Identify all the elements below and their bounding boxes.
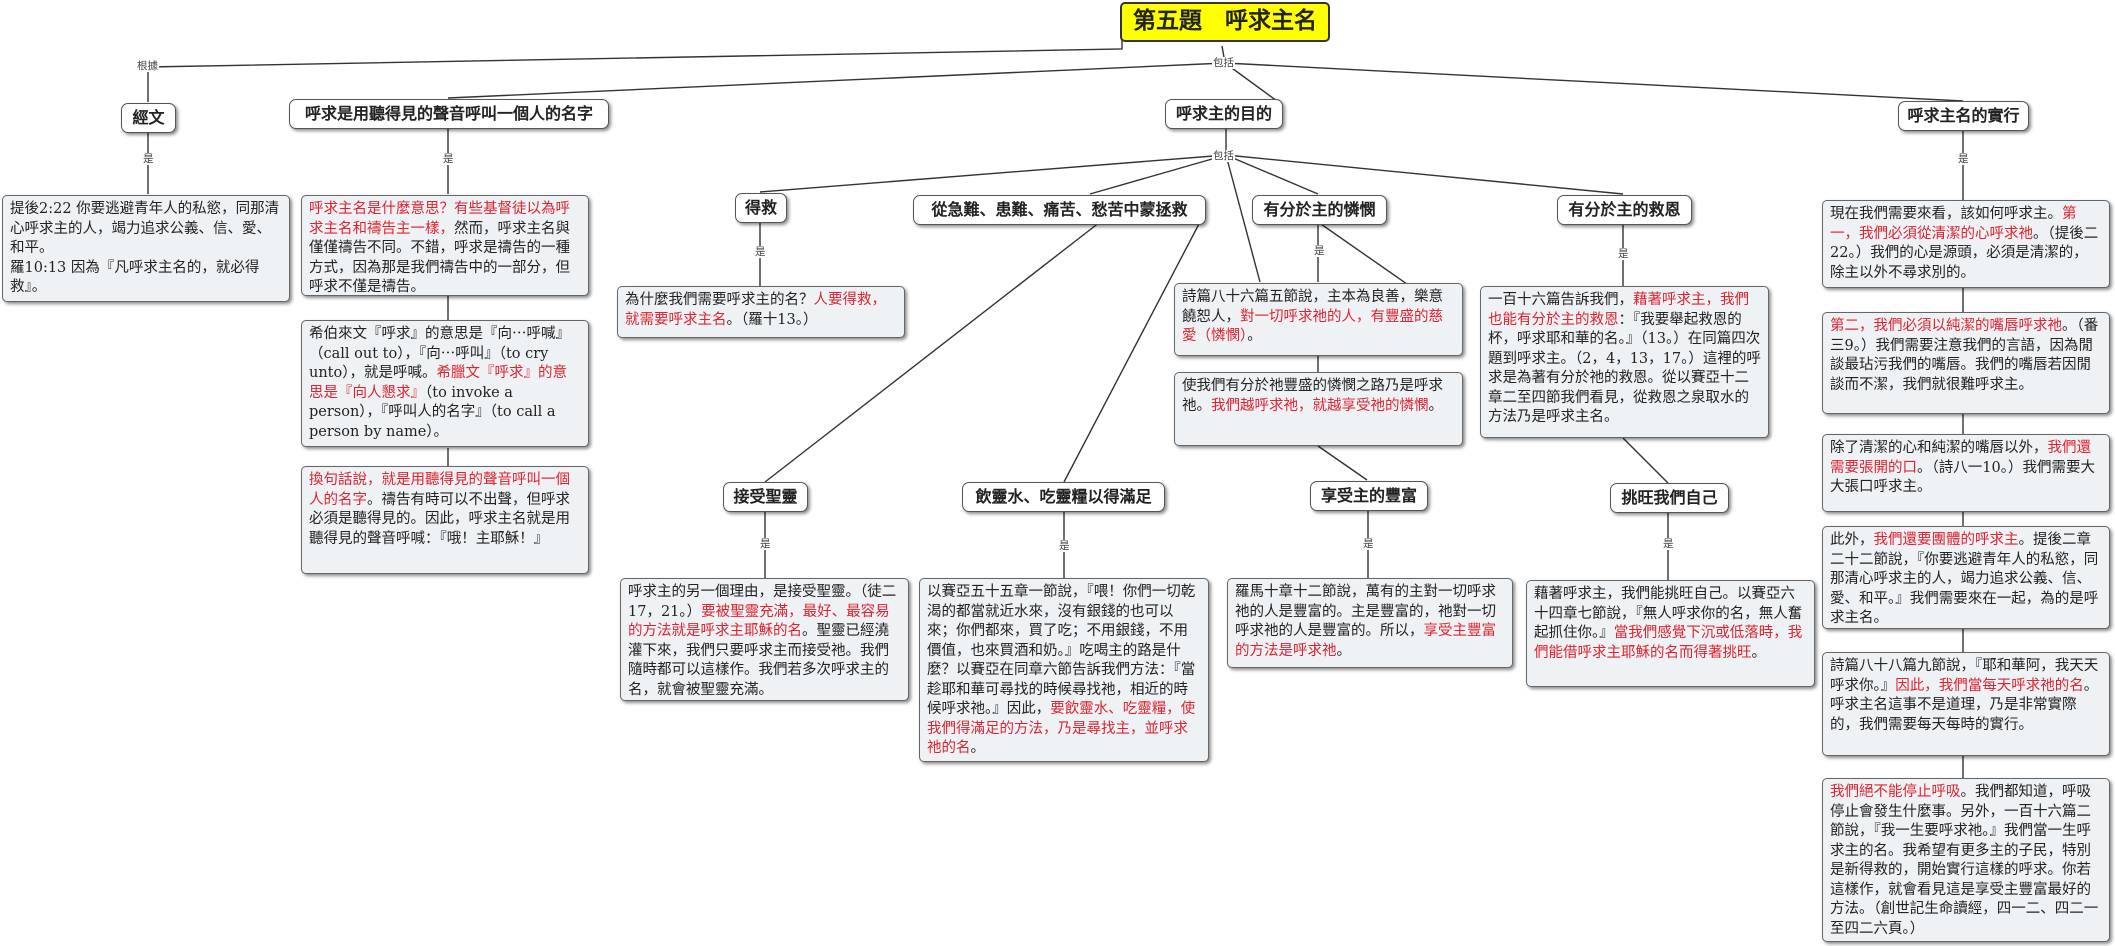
note-highlight-text: 第二，我們必須以純潔的嘴唇呼求祂 [1830, 318, 2062, 334]
note-definition-3: 換句話說，就是用聽得見的聲音呼叫一個人的名字。禱告有時可以不出聲，但呼求必須是聽… [301, 466, 589, 574]
link-label-baokuo: 包括 [1212, 150, 1235, 162]
note-text: 。呼求主名這事不是道理，乃是非常實際的，我們需要每天每時的實行。 [1830, 677, 2099, 733]
note-text: 。 [1428, 397, 1444, 414]
note-pity-2: 使我們有分於祂豐盛的憐憫之路乃是呼求祂。我們越呼求祂，就越享受祂的憐憫。 [1174, 372, 1463, 446]
note-highlight-text: 我們越呼求祂，就越享受祂的憐憫 [1211, 397, 1429, 414]
note-text: 。禱告有時可以不出聲，但呼求必須是聽得見的。因此，呼求主名就是用聽得見的聲音呼喊… [309, 491, 570, 547]
link-label-shi: 是 [1617, 248, 1630, 260]
note-highlight-text: 第一，我們必須從清潔的心呼求祂 [1830, 206, 2077, 242]
note-highlight-text: 對一切呼求祂的人，有豐盛的慈愛（憐憫） [1182, 308, 1443, 345]
note-text: 此外， [1830, 532, 1874, 548]
note-text: 。 [970, 740, 986, 756]
note-highlight-text: 藉著呼求主，我們也能有分於主的救恩 [1488, 292, 1749, 328]
link-label-shi: 是 [1313, 245, 1326, 257]
link-label-shi: 是 [1058, 540, 1071, 552]
note-text: 藉著呼求主，我們能挑旺自己。以賽亞六十四章七節說，『無人呼求你的名，無人奮起抓住… [1534, 586, 1803, 641]
note-practice-4: 此外，我們還要團體的呼求主。提後二章二十二節說，『你要逃避青年人的私慾，同那清心… [1822, 526, 2110, 629]
note-text: 。 [1336, 642, 1352, 659]
link-label-shi: 是 [1662, 538, 1675, 550]
note-text: 詩篇八十八篇九節說，『耶和華阿，我天天呼求你。』 [1830, 658, 2099, 694]
note-text: 現在我們需要來看，該如何呼求主。 [1830, 206, 2062, 222]
note-practice-6: 我們絕不能停止呼吸。我們都知道，呼吸停止會發生什麼事。另外，一百十六篇二節說，『… [1822, 778, 2110, 942]
note-text: 除了清潔的心和純潔的嘴唇以外， [1830, 440, 2048, 456]
note-text: （to invoke a person），『呼叫人的名字』（to call a … [309, 384, 556, 440]
note-grace: 一百十六篇告訴我們，藉著呼求主，我們也能有分於主的救恩：『我要舉起救恩的杯，呼求… [1480, 286, 1769, 438]
topic-rescue[interactable]: 從急難、患難、痛苦、愁苦中蒙拯救 [913, 195, 1206, 225]
note-drink: 以賽亞五十五章一節說，『喂！你們一切乾渴的都當就近水來，沒有銀錢的也可以來；你們… [919, 578, 1209, 762]
note-highlight-text: 呼求主名是什麼意思？有些基督徒以為呼求主名和禱告主一樣， [309, 201, 570, 237]
note-text: 呼求主的另一個理由，是接受聖靈。（徒二17，21。） [628, 584, 897, 620]
topic-jingwen[interactable]: 經文 [121, 103, 176, 133]
topic-desai[interactable]: 得救 [735, 193, 787, 223]
note-rich: 羅馬十章十二節說，萬有的主對一切呼求祂的人是豐富的。主是豐富的，祂對一切呼求祂的… [1227, 578, 1513, 668]
note-text: 。（羅十13。） [726, 311, 818, 328]
note-text: 。 [1751, 644, 1767, 661]
link-label-shi: 是 [754, 246, 767, 258]
note-text: 詩篇八十六篇五節說，主本為良善，樂意饒恕人， [1182, 289, 1443, 325]
note-text: 羅馬十章十二節說，萬有的主對一切呼求祂的人是豐富的。主是豐富的，祂對一切呼求祂的… [1235, 584, 1496, 639]
link-label-baokuo: 包括 [1212, 57, 1235, 69]
link-label-shi: 是 [1957, 153, 1970, 165]
note-practice-3: 除了清潔的心和純潔的嘴唇以外，我們還需要張開的口。（詩八一10。）我們需要大大張… [1822, 434, 2110, 512]
note-practice-2: 第二，我們必須以純潔的嘴唇呼求祂。（番三9。）我們需要注意我們的言語，因為閒談最… [1822, 312, 2110, 414]
note-highlight-text: 要飲靈水、吃靈糧，使我們得滿足的方法，乃是尋找主，並呼求祂的名 [927, 701, 1196, 756]
note-text: 。（提後二22。）我們的心是源頭，必須是清潔的，除主以外不尋求別的。 [1830, 225, 2099, 281]
link-label-shi: 是 [442, 153, 455, 165]
note-pity-1: 詩篇八十六篇五節說，主本為良善，樂意饒恕人，對一切呼求祂的人，有豐盛的慈愛（憐憫… [1174, 283, 1463, 356]
note-desai: 為什麼我們需要呼求主的名？人要得救，就需要呼求主名。（羅十13。） [617, 286, 905, 338]
note-definition-1: 呼求主名是什麼意思？有些基督徒以為呼求主名和禱告主一樣，然而，呼求主名與僅僅禱告… [301, 195, 589, 296]
root-topic[interactable]: 第五題 呼求主名 [1120, 2, 1330, 42]
note-highlight-text: 要被聖靈充滿，最好、最容易的方法就是呼求主耶穌的名 [628, 603, 890, 640]
topic-drink[interactable]: 飲靈水、吃靈糧以得滿足 [962, 482, 1165, 512]
note-highlight-text: 我們絕不能停止呼吸 [1830, 784, 1961, 800]
note-text: 。提後二章二十二節說，『你要逃避青年人的私慾，同那清心呼求主的人，竭力追求公義、… [1830, 532, 2099, 626]
topic-purpose[interactable]: 呼求主的目的 [1165, 99, 1283, 129]
topic-practice[interactable]: 呼求主名的實行 [1898, 101, 2029, 131]
note-text: 希伯來文『呼求』的意思是『向⋯呼喊』（call out to），『向⋯呼叫』（t… [309, 326, 570, 381]
note-highlight-text: 我們還要團體的呼求主 [1873, 532, 2019, 548]
note-text: 。（番三9。）我們需要注意我們的言語，因為閒談最玷污我們的嘴唇。我們的嘴唇若因閒… [1830, 318, 2099, 393]
link-label-genju: 根據 [136, 60, 159, 72]
topic-spirit[interactable]: 接受聖靈 [723, 482, 808, 512]
note-text: 。聖靈已經澆灌下來，我們只要呼求主而接受祂。我們隨時都可以這樣作。我們若多次呼求… [628, 623, 889, 698]
note-text: 。我們都知道，呼吸停止會發生什麼事。另外，一百十六篇二節說，『我一生要呼求祂。』… [1830, 784, 2099, 937]
note-highlight-text: 當我們感覺下沉或低落時，我們能借呼求主耶穌的名而得著挑旺 [1534, 625, 1803, 661]
topic-definition[interactable]: 呼求是用聽得見的聲音呼叫一個人的名字 [289, 99, 609, 129]
note-practice-5: 詩篇八十八篇九節說，『耶和華阿，我天天呼求你。』因此，我們當每天呼求祂的名。呼求… [1822, 652, 2110, 756]
link-label-shi: 是 [1362, 538, 1375, 550]
note-text: 。（詩八一10。）我們需要大大張口呼求主。 [1830, 459, 2095, 496]
note-highlight-text: 換句話說，就是用聽得見的聲音呼叫一個人的名字 [309, 472, 570, 508]
note-text: 一百十六篇告訴我們， [1488, 292, 1633, 308]
topic-pity[interactable]: 有分於主的憐憫 [1252, 195, 1387, 225]
note-text: 提後2:22 你要逃避青年人的私慾，同那清心呼求主的人，竭力追求公義、信、愛、和… [10, 201, 280, 295]
topic-rich[interactable]: 享受主的豐富 [1310, 481, 1428, 511]
topic-grace[interactable]: 有分於主的救恩 [1557, 195, 1692, 225]
note-text: 使我們有分於祂豐盛的憐憫之路乃是呼求祂。 [1182, 378, 1443, 414]
link-label-shi: 是 [759, 538, 772, 550]
note-highlight-text: 希臘文『呼求』的意思是『向人懇求』 [309, 365, 567, 401]
note-text: 為什麼我們需要呼求主的名？ [625, 292, 814, 308]
topic-stir[interactable]: 挑旺我們自己 [1610, 483, 1729, 513]
note-highlight-text: 因此，我們當每天呼求祂的名 [1895, 677, 2084, 694]
note-text: 以賽亞五十五章一節說，『喂！你們一切乾渴的都當就近水來，沒有銀錢的也可以來；你們… [927, 584, 1196, 717]
note-text: ：『我要舉起救恩的杯，呼求耶和華的名。』（13。）在同篇四次題到呼求主。（2，4… [1488, 311, 1761, 426]
note-highlight-text: 人要得救，就需要呼求主名 [625, 292, 886, 328]
note-spirit: 呼求主的另一個理由，是接受聖靈。（徒二17，21。）要被聖靈充滿，最好、最容易的… [620, 578, 909, 701]
note-text: 然而，呼求主名與僅僅禱告不同。不錯，呼求是禱告的一種方式，因為那是我們禱告中的一… [309, 220, 570, 296]
link-label-shi: 是 [142, 153, 155, 165]
note-practice-1: 現在我們需要來看，該如何呼求主。第一，我們必須從清潔的心呼求祂。（提後二22。）… [1822, 200, 2110, 288]
note-highlight-text: 享受主豐富的方法是呼求祂 [1235, 623, 1496, 659]
note-text: 。 [1247, 328, 1262, 344]
note-definition-2: 希伯來文『呼求』的意思是『向⋯呼喊』（call out to），『向⋯呼叫』（t… [301, 320, 589, 447]
note-jingwen: 提後2:22 你要逃避青年人的私慾，同那清心呼求主的人，竭力追求公義、信、愛、和… [2, 195, 290, 302]
note-stir: 藉著呼求主，我們能挑旺自己。以賽亞六十四章七節說，『無人呼求你的名，無人奮起抓住… [1526, 580, 1815, 687]
note-highlight-text: 我們還需要張開的口 [1830, 440, 2091, 476]
